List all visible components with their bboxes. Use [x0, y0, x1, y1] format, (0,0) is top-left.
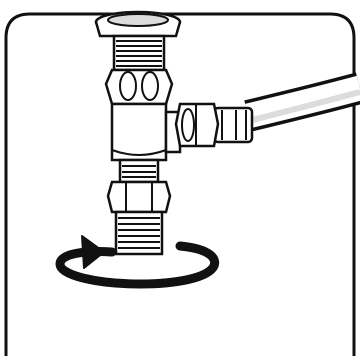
rotate-clockwise-arrow-icon — [55, 235, 220, 289]
hose-icon — [212, 72, 360, 144]
tee-fitting-icon — [94, 10, 220, 256]
illustration-frame — [4, 12, 356, 356]
